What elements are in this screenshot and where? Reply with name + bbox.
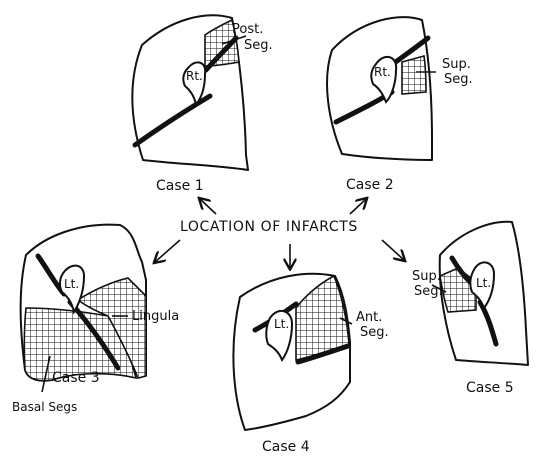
case-5-region-label-2: Seg. — [414, 284, 443, 299]
case-4-side-label: Lt. — [274, 317, 289, 331]
case-3-lung: Lt. Lingula Basal Segs Case 3 — [12, 225, 179, 414]
case-5-label: Case 5 — [466, 380, 514, 396]
case-3-region-label: Lingula — [132, 309, 179, 324]
case-5-lung: Lt. Sup. Seg. Case 5 — [412, 222, 528, 396]
case-3-side-label: Lt. — [64, 277, 79, 291]
case-4-region-label-2: Seg. — [360, 325, 389, 340]
case-3-region-label-2: Basal Segs — [12, 400, 77, 414]
case-3-label: Case 3 — [52, 370, 100, 386]
case-2-superior-segment — [402, 56, 426, 94]
case-2-lung: Rt. Sup. Seg. Case 2 — [327, 17, 473, 193]
case-4-lung: Lt. Ant. Seg. Case 4 — [233, 274, 388, 455]
case-4-label: Case 4 — [262, 439, 310, 455]
arrow-to-case-1 — [200, 199, 216, 214]
case-2-region-label: Sup. — [442, 57, 471, 72]
case-1-region-label: Post. — [232, 22, 263, 37]
arrow-to-case-5 — [382, 240, 404, 260]
case-1-lung: Rt. Post. Seg. Case 1 — [132, 15, 272, 194]
case-1-label: Case 1 — [156, 178, 204, 194]
diagram-title: LOCATION OF INFARCTS — [180, 219, 358, 235]
arrow-to-case-3 — [155, 240, 180, 262]
case-5-region-label: Sup. — [412, 269, 441, 284]
case-1-region-label-2: Seg. — [244, 38, 273, 53]
case-5-side-label: Lt. — [476, 276, 491, 290]
arrow-to-case-2 — [350, 199, 366, 214]
case-4-region-label: Ant. — [356, 310, 382, 325]
case-2-region-label-2: Seg. — [444, 72, 473, 87]
case-2-side-label: Rt. — [374, 65, 391, 79]
case-1-side-label: Rt. — [186, 69, 203, 83]
case-2-label: Case 2 — [346, 177, 394, 193]
